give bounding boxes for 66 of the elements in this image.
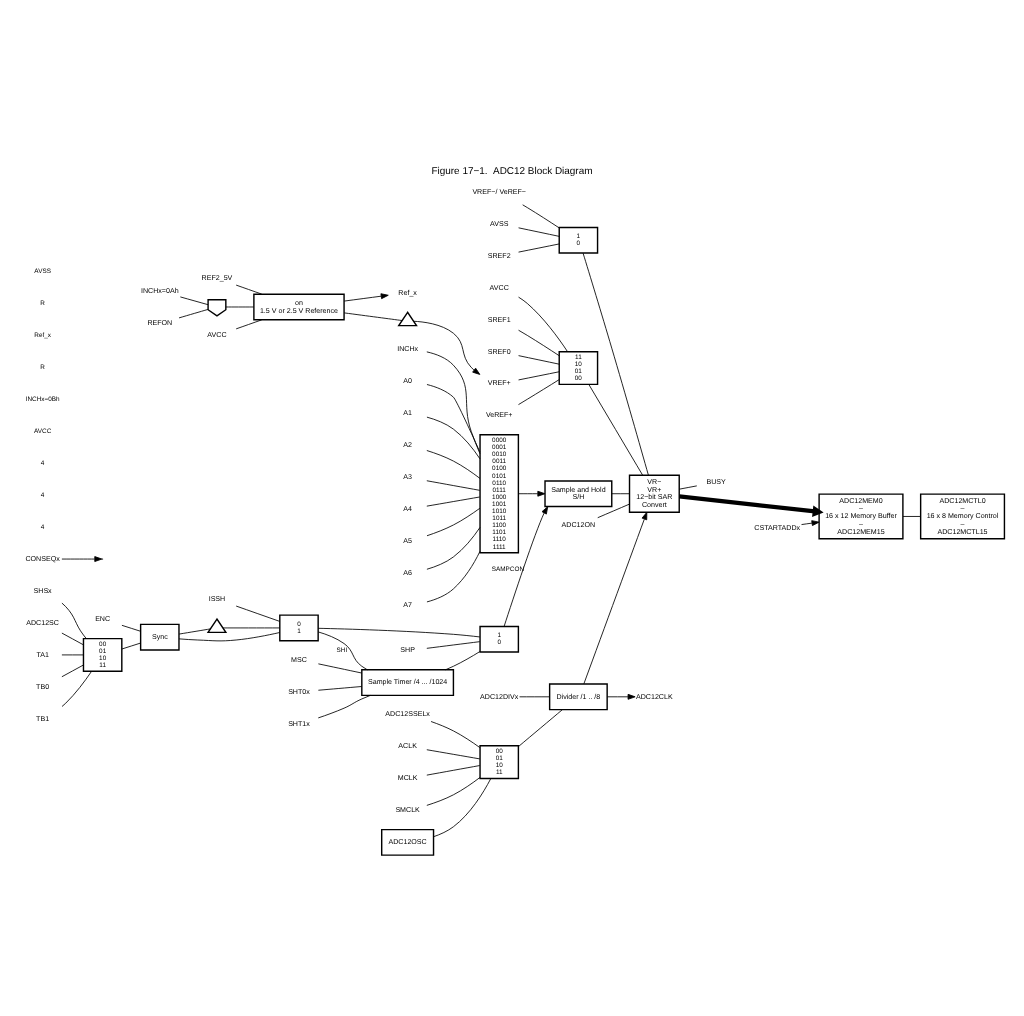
connector <box>121 641 142 649</box>
arrow <box>503 505 549 626</box>
connector <box>588 383 644 475</box>
node-triangle <box>206 616 228 633</box>
connector <box>519 695 550 697</box>
connector <box>518 354 560 364</box>
connector <box>61 663 84 677</box>
connector <box>518 708 563 746</box>
arrow <box>413 319 481 374</box>
connector <box>235 604 280 621</box>
connector <box>179 295 209 305</box>
connector <box>61 601 87 638</box>
connector <box>317 662 363 673</box>
connector <box>317 693 371 718</box>
connector <box>343 311 403 320</box>
connector <box>178 631 281 641</box>
connector <box>61 653 84 655</box>
connector <box>178 308 209 318</box>
connector <box>522 203 560 228</box>
connector <box>426 748 481 759</box>
connector <box>518 378 560 405</box>
connector <box>426 640 481 648</box>
connector <box>426 479 481 490</box>
connector <box>445 650 481 670</box>
connector <box>426 776 481 805</box>
connector <box>178 627 211 634</box>
arrow <box>679 493 824 516</box>
connector <box>61 631 84 645</box>
arrow <box>801 519 820 525</box>
connector <box>597 502 630 518</box>
connector <box>426 383 481 452</box>
connector <box>235 318 263 329</box>
connector <box>426 350 481 454</box>
node-triangle <box>397 310 418 326</box>
arrow <box>61 555 103 561</box>
connector <box>582 251 649 475</box>
arrow <box>606 692 636 699</box>
connector <box>426 495 481 506</box>
connector <box>430 720 481 748</box>
connector <box>222 626 280 628</box>
connector <box>426 526 481 569</box>
connector <box>426 449 481 478</box>
connector <box>121 623 142 631</box>
connector <box>518 295 568 351</box>
connector <box>317 630 368 670</box>
connector <box>225 305 255 307</box>
connector <box>426 764 481 775</box>
connector <box>426 549 481 602</box>
connector <box>61 669 92 706</box>
connector <box>433 777 492 837</box>
connector <box>426 415 481 459</box>
connector <box>611 492 630 494</box>
arrow <box>583 510 648 684</box>
connector <box>518 242 560 252</box>
connector <box>678 484 698 489</box>
connector <box>426 506 481 536</box>
connector <box>902 515 922 516</box>
arrow <box>343 292 389 301</box>
node-gate <box>207 298 227 316</box>
arrow <box>518 489 546 496</box>
connector <box>518 226 560 236</box>
connector <box>317 685 363 690</box>
connector <box>235 283 263 294</box>
connector <box>518 370 560 380</box>
connector <box>518 328 560 356</box>
connector <box>317 626 481 637</box>
